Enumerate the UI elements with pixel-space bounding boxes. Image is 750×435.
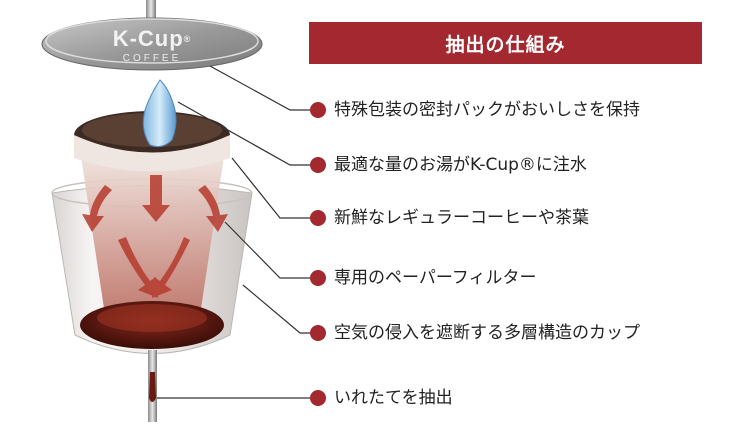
kcup-logo-text: K-Cup xyxy=(112,26,184,51)
label-paper-filter: 専用のペーパーフィルター xyxy=(334,268,537,288)
label-sealed-pack: 特殊包装の密封パックがおいしさを保持 xyxy=(334,100,640,120)
label-hot-water: 最適な量のお湯がK-Cup®に注水 xyxy=(334,155,587,175)
paper-filter xyxy=(80,144,225,330)
label-multilayer-cup: 空気の侵入を遮断する多層構造のカップ xyxy=(334,323,640,343)
bullet-dot xyxy=(310,157,326,173)
kcup-lid xyxy=(41,17,263,71)
section-title: 抽出の仕組み xyxy=(309,22,702,64)
kcup-logo-sub: COFFEE xyxy=(122,53,182,64)
label-fresh-brew: いれたてを抽出 xyxy=(334,388,453,408)
coffee-drip xyxy=(149,372,156,402)
kcup-logo-mark: ® xyxy=(183,34,192,44)
bullet-dot xyxy=(310,210,326,226)
kcup-logo: K-Cup® xyxy=(80,28,224,50)
bullet-dot xyxy=(310,390,326,406)
flow-arrows xyxy=(82,175,228,298)
bullet-dot xyxy=(310,325,326,341)
bullet-dot xyxy=(310,270,326,286)
water-jet xyxy=(142,79,177,148)
bullet-dot xyxy=(310,102,326,118)
label-fresh-coffee: 新鮮なレギュラーコーヒーや茶葉 xyxy=(334,208,589,228)
